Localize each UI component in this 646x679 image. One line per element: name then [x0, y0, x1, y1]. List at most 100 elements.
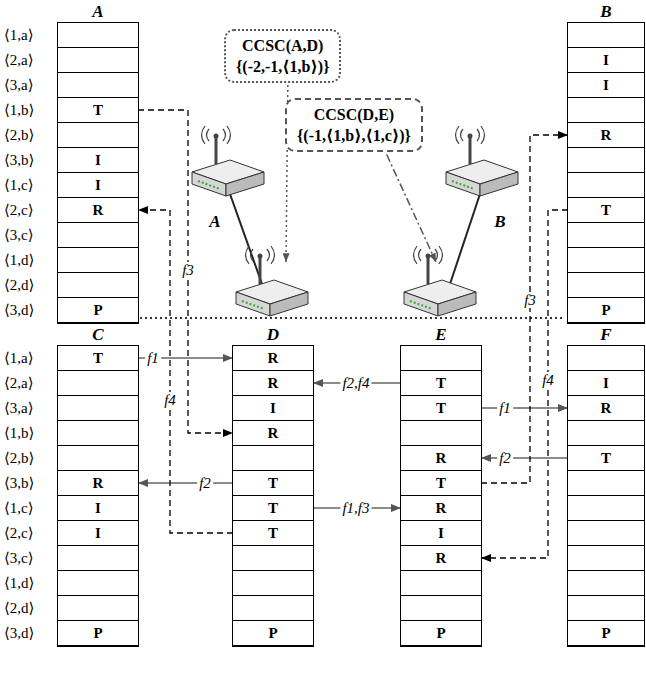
router-icon — [404, 246, 476, 316]
cell-state: I — [95, 177, 101, 193]
flow-label: f2 — [197, 475, 213, 491]
leader-line — [380, 140, 436, 262]
table-cell: I — [568, 371, 644, 395]
cell-state: T — [268, 475, 278, 491]
flow-arrow — [138, 210, 233, 533]
row-label: ⟨3,c⟩ — [4, 546, 34, 570]
row-label: ⟨2,a⟩ — [4, 48, 34, 72]
flow-arrow — [481, 135, 568, 483]
device-column: DRRIRTTTP — [232, 345, 314, 647]
row-label: ⟨3,d⟩ — [4, 621, 34, 645]
flow-label: f1 — [497, 400, 513, 416]
table-cell: R — [401, 546, 481, 570]
table-cell: T — [401, 471, 481, 495]
device-column: BIIRTP — [567, 22, 645, 324]
link-line — [230, 194, 262, 284]
callout-box: CCSC(A,D){(-2,-1,⟨1,b⟩)} — [224, 29, 341, 83]
leader-line — [286, 70, 288, 262]
cell-state: I — [603, 375, 609, 391]
row-label: ⟨3,d⟩ — [4, 298, 34, 322]
table-cell: R — [233, 421, 313, 445]
device-column: ATIIRP — [57, 22, 139, 324]
table-cell: T — [401, 396, 481, 420]
table-cell: I — [58, 521, 138, 545]
table-cell: P — [568, 621, 644, 645]
flow-arrow — [481, 457, 568, 458]
table-cell: I — [58, 173, 138, 197]
cell-state: T — [268, 500, 278, 516]
row-label: ⟨2,c⟩ — [4, 521, 34, 545]
table-cell: I — [233, 396, 313, 420]
flow-label: f4 — [162, 392, 178, 408]
router-icon — [446, 126, 518, 196]
cell-state: T — [436, 375, 446, 391]
table-cell: T — [401, 371, 481, 395]
cell-state: R — [436, 550, 447, 566]
flow-label: f2,f4 — [340, 375, 371, 391]
cell-state: T — [436, 400, 446, 416]
row-label: ⟨3,c⟩ — [4, 223, 34, 247]
table-cell: T — [568, 198, 644, 222]
cell-state: R — [601, 127, 612, 143]
cell-state: T — [601, 450, 611, 466]
table-cell: R — [233, 371, 313, 395]
device-name: E — [401, 325, 481, 345]
table-cell: I — [58, 148, 138, 172]
cell-state: T — [268, 525, 278, 541]
cell-state: R — [436, 450, 447, 466]
callout-text: {(-2,-1,⟨1,b⟩)} — [236, 56, 329, 77]
table-cell: T — [233, 521, 313, 545]
table-cell: T — [58, 346, 138, 370]
table-cell: R — [401, 446, 481, 470]
table-cell: R — [568, 396, 644, 420]
row-label: ⟨1,a⟩ — [4, 346, 34, 370]
callout-text: CCSC(D,E) — [297, 104, 411, 125]
device-name: F — [568, 325, 644, 345]
link-line — [140, 317, 565, 319]
cell-state: I — [270, 400, 276, 416]
cell-state: R — [268, 425, 279, 441]
callout-text: {(-1,⟨1,b⟩,⟨1,c⟩)} — [297, 125, 411, 146]
cell-state: T — [601, 202, 611, 218]
table-cell: I — [401, 521, 481, 545]
cell-state: T — [436, 475, 446, 491]
device-name: C — [58, 325, 138, 345]
router-label: A — [209, 213, 220, 231]
flow-arrow — [138, 482, 233, 483]
row-label: ⟨1,b⟩ — [4, 421, 34, 445]
table-cell: R — [233, 346, 313, 370]
cell-state: I — [603, 52, 609, 68]
flow-label: f1,f3 — [340, 500, 371, 516]
table-cell: P — [401, 621, 481, 645]
row-label: ⟨3,a⟩ — [4, 396, 34, 420]
cell-state: P — [601, 625, 610, 641]
flow-arrow — [481, 210, 568, 558]
router-icon — [192, 126, 264, 196]
callout-text: CCSC(A,D) — [236, 35, 329, 56]
table-cell: I — [568, 48, 644, 72]
row-label: ⟨2,b⟩ — [4, 123, 34, 147]
row-label: ⟨1,b⟩ — [4, 98, 34, 122]
flow-arrow — [138, 110, 233, 433]
device-column: ETTRTRIRP — [400, 345, 482, 647]
link-line — [450, 194, 480, 284]
flow-label: f3 — [180, 262, 196, 278]
device-name: D — [233, 325, 313, 345]
row-label: ⟨2,b⟩ — [4, 446, 34, 470]
cell-state: R — [93, 475, 104, 491]
table-cell: R — [401, 496, 481, 520]
row-label: ⟨1,d⟩ — [4, 248, 34, 272]
row-label: ⟨2,c⟩ — [4, 198, 34, 222]
cell-state: I — [95, 500, 101, 516]
cell-state: R — [268, 350, 279, 366]
cell-state: I — [95, 525, 101, 541]
cell-state: P — [601, 302, 610, 318]
row-label: ⟨2,a⟩ — [4, 371, 34, 395]
table-cell: R — [568, 123, 644, 147]
cell-state: R — [601, 400, 612, 416]
row-label: ⟨1,a⟩ — [4, 23, 34, 47]
row-label: ⟨3,b⟩ — [4, 471, 34, 495]
cell-state: R — [436, 500, 447, 516]
table-cell: T — [233, 471, 313, 495]
